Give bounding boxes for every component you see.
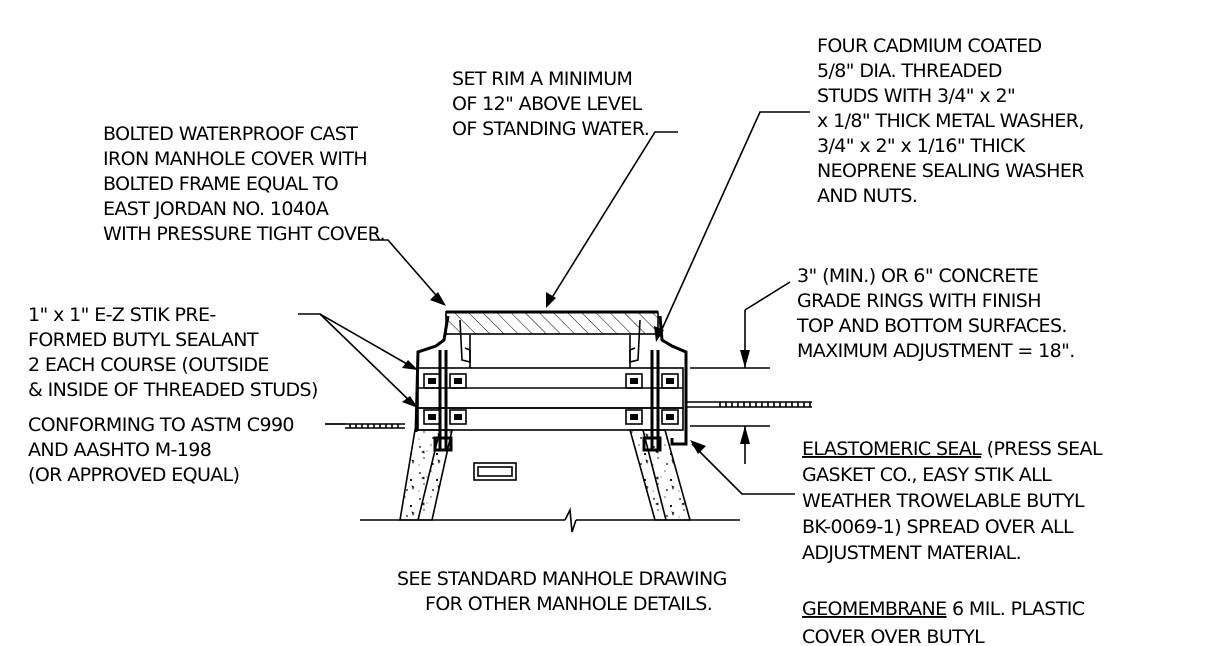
note-sealant-line: FORMED BUTYL SEALANT [28,329,259,351]
note-butyl-sealant: 1" x 1" E-Z STIK PRE- FORMED BUTYL SEALA… [28,304,318,486]
note-see-standard: SEE STANDARD MANHOLE DRAWING FOR OTHER M… [397,568,727,615]
note-sealant-line: CONFORMING TO ASTM C990 [28,414,294,436]
grade-rings [417,367,684,431]
note-studs-line: FOUR CADMIUM COATED [817,35,1042,57]
note-threaded-studs: FOUR CADMIUM COATED 5/8" DIA. THREADED S… [817,35,1085,207]
note-sealant-line: 2 EACH COURSE (OUTSIDE [28,354,269,376]
note-sealant-line: & INSIDE OF THREADED STUDS) [28,379,318,401]
note-rings-line: GRADE RINGS WITH FINISH [797,290,1041,312]
note-rim-line: OF STANDING WATER. [452,118,649,140]
ground-surface-right [685,401,812,408]
note-studs-line: AND NUTS. [817,185,917,207]
note-cover-line: EAST JORDAN NO. 1040A [103,198,329,220]
note-elastomeric-first-line: ELASTOMERIC SEAL (PRESS SEAL [802,438,1103,460]
note-elastomeric-line: WEATHER TROWELABLE BUTYL [802,490,1085,512]
grade-ring-dimension [690,281,791,464]
leader-lines [298,111,810,495]
note-elastomeric-seal: ELASTOMERIC SEAL (PRESS SEAL GASKET CO.,… [802,438,1104,564]
note-see-standard-line: FOR OTHER MANHOLE DETAILS. [425,593,712,615]
note-sealant-line: 1" x 1" E-Z STIK PRE- [28,304,216,326]
cone-wall-left [399,429,453,521]
note-cover-line: BOLTED FRAME EQUAL TO [103,173,338,195]
note-elastomeric-title: ELASTOMERIC SEAL [802,438,982,460]
note-rim-line: OF 12" ABOVE LEVEL [452,93,643,115]
note-manhole-cover: BOLTED WATERPROOF CAST IRON MANHOLE COVE… [103,123,386,245]
note-cover-line: BOLTED WATERPROOF CAST [103,123,358,145]
note-cover-line: WITH PRESSURE TIGHT COVER. [103,223,385,245]
note-elastomeric-line: ADJUSTMENT MATERIAL. [802,542,1021,564]
note-elastomeric-line: GASKET CO., EASY STIK ALL [802,464,1052,486]
note-rings-line: TOP AND BOTTOM SURFACES. [796,315,1067,337]
note-geomembrane: GEOMEMBRANE 6 MIL. PLASTIC COVER OVER BU… [802,598,1085,646]
note-geomembrane-line: COVER OVER BUTYL [802,626,985,646]
note-geomembrane-first-line: GEOMEMBRANE 6 MIL. PLASTIC [802,598,1085,620]
note-cover-line: IRON MANHOLE COVER WITH [103,148,367,170]
note-rings-line: 3" (MIN.) OR 6" CONCRETE [797,265,1038,287]
threaded-studs-right [625,350,679,452]
break-symbol [564,507,577,533]
note-studs-line: 5/8" DIA. THREADED [817,60,1002,82]
threaded-studs-left [423,350,467,452]
manhole-section [298,111,812,533]
note-elastomeric-line: BK-0069-1) SPREAD OVER ALL [802,516,1074,538]
note-sealant-line: AND AASHTO M-198 [28,439,211,461]
note-rim-line: SET RIM A MINIMUM [452,68,632,90]
note-see-standard-line: SEE STANDARD MANHOLE DRAWING [397,568,727,590]
note-sealant-line: (OR APPROVED EQUAL) [28,464,239,486]
note-grade-rings: 3" (MIN.) OR 6" CONCRETE GRADE RINGS WIT… [796,265,1075,362]
note-rings-line: MAXIMUM ADJUSTMENT = 18". [797,340,1075,362]
manhole-step [473,462,517,481]
note-studs-line: 3/4" x 2" x 1/16" THICK [817,135,1026,157]
note-geomembrane-title: GEOMEMBRANE [802,598,947,620]
note-studs-line: NEOPRENE SEALING WASHER [817,160,1084,182]
manhole-cover [445,310,659,335]
note-elastomeric-rest: (PRESS SEAL [981,438,1103,460]
note-studs-line: x 1/8" THICK METAL WASHER, [817,110,1084,132]
note-set-rim: SET RIM A MINIMUM OF 12" ABOVE LEVEL OF … [452,68,650,140]
note-geomembrane-rest: 6 MIL. PLASTIC [947,598,1085,620]
note-studs-line: STUDS WITH 3/4" x 2" [817,85,1015,107]
